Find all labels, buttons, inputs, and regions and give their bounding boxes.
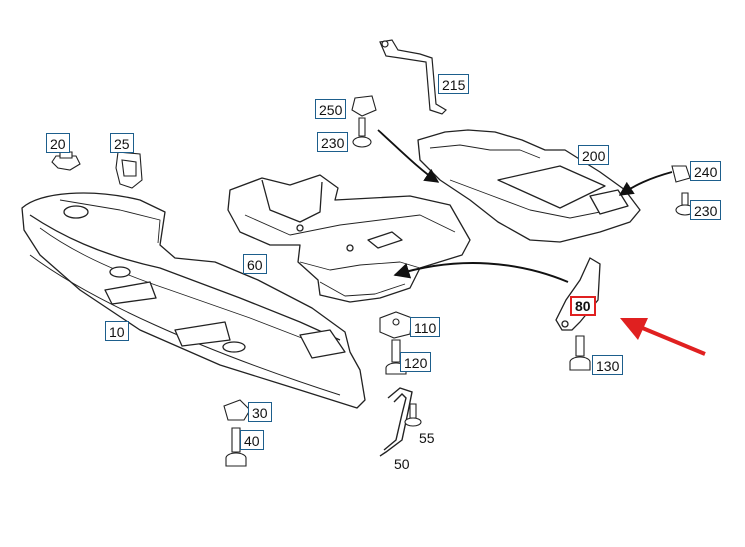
bracket-25 [115,151,143,189]
callout-25[interactable]: 25 [110,133,134,153]
clip-240 [671,165,691,183]
strap-bracket-215 [379,39,447,115]
arrow-bolt-to-rear-panel [377,129,440,183]
callout-230-top[interactable]: 230 [317,132,349,152]
callout-200[interactable]: 200 [578,145,610,165]
callout-80-highlighted[interactable]: 80 [570,296,596,316]
bolt-55 [404,403,422,427]
arrow-clip-to-rear-panel [618,171,673,196]
front-underbody-panel [21,192,366,409]
callout-240[interactable]: 240 [690,161,722,181]
callout-50[interactable]: 50 [394,456,410,472]
callout-60[interactable]: 60 [243,254,267,274]
callout-215[interactable]: 215 [438,74,470,94]
callout-250[interactable]: 250 [315,99,347,119]
clip-30 [223,399,251,421]
callout-110[interactable]: 110 [410,317,441,337]
side-deflector-80 [555,257,601,331]
callout-120[interactable]: 120 [400,352,432,372]
callout-40[interactable]: 40 [240,430,264,450]
callout-55[interactable]: 55 [419,430,435,446]
clip-110 [379,311,413,339]
bolt-230-b [675,192,695,216]
highlight-arrow [620,318,706,356]
clip-20 [51,151,81,171]
strap-50 [379,387,413,457]
bolt-40 [225,427,247,467]
callout-130[interactable]: 130 [592,355,624,375]
callout-20[interactable]: 20 [46,133,70,153]
rear-underbody-panel [417,129,641,243]
bolt-130 [569,335,591,371]
nut-clip-250 [351,95,377,117]
arrow-deflector-to-center-panel [393,262,569,283]
callout-30[interactable]: 30 [248,402,272,422]
callout-10[interactable]: 10 [105,321,129,341]
callout-230-right[interactable]: 230 [690,200,722,220]
bolt-230-a [352,117,372,148]
